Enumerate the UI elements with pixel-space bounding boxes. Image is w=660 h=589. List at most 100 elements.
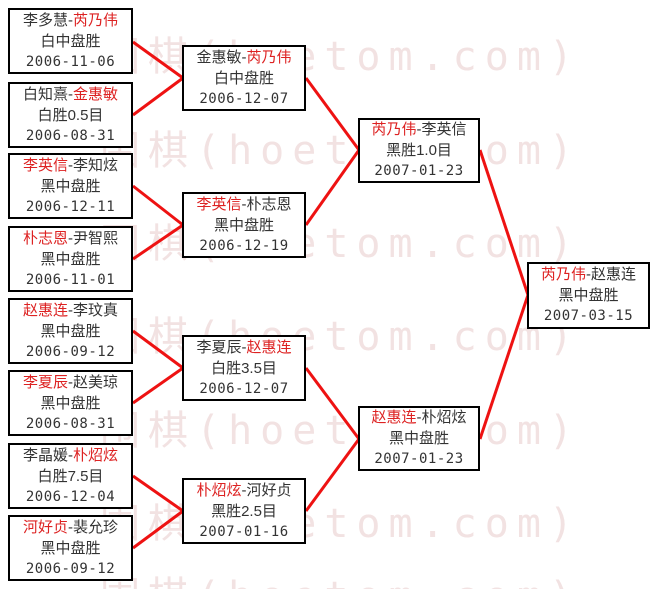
player-name: 裴允珍 xyxy=(73,518,119,536)
connector-line xyxy=(132,76,184,117)
match-players: 金惠敏-芮乃伟 xyxy=(196,47,291,68)
player-name: 李英信 xyxy=(22,156,68,174)
match-players: 李晶媛-朴炤炫 xyxy=(23,445,118,466)
connector-line xyxy=(304,438,361,512)
player-separator: - xyxy=(68,85,73,103)
match-box-sf1: 芮乃伟-李英信 黑胜1.0目 2007-01-23 xyxy=(358,118,480,183)
match-result: 黑中盘胜 xyxy=(40,539,101,557)
match-date: 2007-01-23 xyxy=(374,163,464,179)
match-date: 2006-09-12 xyxy=(25,343,116,360)
match-result: 黑胜1.0目 xyxy=(386,142,452,159)
player-name: 尹智熙 xyxy=(73,229,119,247)
match-box-r2m1: 金惠敏-芮乃伟 白中盘胜 2006-12-07 xyxy=(182,45,306,111)
player-name: 李晶媛 xyxy=(22,446,68,464)
match-result: 黑中盘胜 xyxy=(558,287,619,304)
match-players: 朴炤炫-河好贞 xyxy=(196,480,291,501)
match-date: 2006-12-11 xyxy=(25,198,116,215)
match-players: 李多慧-芮乃伟 xyxy=(23,10,118,31)
player-separator: - xyxy=(68,229,73,247)
connector-line xyxy=(304,77,361,151)
player-name: 金惠敏 xyxy=(73,85,119,103)
player-name: 河好贞 xyxy=(246,481,292,499)
player-name: 芮乃伟 xyxy=(73,11,119,29)
match-result: 黑中盘胜 xyxy=(40,250,101,268)
player-name: 李玟真 xyxy=(73,301,119,319)
match-box-sf2: 赵惠连-朴炤炫 黑中盘胜 2007-01-23 xyxy=(358,406,480,471)
match-box-r1m8: 河好贞-裴允珍 黑中盘胜 2006-09-12 xyxy=(8,515,133,581)
match-date: 2007-03-15 xyxy=(543,308,634,324)
player-separator: - xyxy=(416,121,422,138)
player-name: 李知炫 xyxy=(73,156,119,174)
player-name: 芮乃伟 xyxy=(540,266,586,283)
match-result: 白胜0.5目 xyxy=(37,106,104,124)
match-box-final: 芮乃伟-赵惠连 黑中盘胜 2007-03-15 xyxy=(527,262,650,329)
connector-line xyxy=(478,149,530,296)
connector-line xyxy=(478,294,530,440)
player-name: 赵美琼 xyxy=(73,373,119,391)
match-box-r1m7: 李晶媛-朴炤炫 白胜7.5目 2006-12-04 xyxy=(8,443,133,509)
connector-line xyxy=(132,223,184,261)
player-name: 赵惠连 xyxy=(591,266,637,283)
match-players: 河好贞-裴允珍 xyxy=(23,517,118,538)
watermark-text: 围棋(hoetom.com) xyxy=(100,408,581,454)
player-name: 芮乃伟 xyxy=(246,48,292,66)
watermark-text: 围棋(hoetom.com) xyxy=(100,572,581,589)
connector-line xyxy=(132,366,184,405)
player-name: 李英信 xyxy=(196,195,242,213)
match-box-r1m4: 朴志恩-尹智熙 黑中盘胜 2006-11-01 xyxy=(8,226,133,292)
match-date: 2006-12-07 xyxy=(199,380,289,397)
player-name: 赵惠连 xyxy=(22,301,68,319)
player-name: 朴炤炫 xyxy=(196,481,242,499)
watermark-text: 围棋(hoetom.com) xyxy=(100,314,581,360)
match-box-r2m3: 李夏辰-赵惠连 白胜3.5目 2006-12-07 xyxy=(182,335,306,401)
match-date: 2007-01-16 xyxy=(199,523,289,540)
player-separator: - xyxy=(241,195,247,213)
match-date: 2006-11-01 xyxy=(25,271,116,288)
player-separator: - xyxy=(68,373,73,391)
player-name: 白知熹 xyxy=(22,85,68,103)
player-separator: - xyxy=(68,301,73,319)
match-result: 黑中盘胜 xyxy=(213,216,274,234)
player-name: 赵惠连 xyxy=(246,338,292,356)
match-result: 黑中盘胜 xyxy=(388,430,449,447)
player-name: 芮乃伟 xyxy=(371,121,417,138)
match-result: 白胜7.5目 xyxy=(37,467,104,485)
player-separator: - xyxy=(416,409,422,426)
match-date: 2006-12-19 xyxy=(199,237,289,254)
player-name: 李夏辰 xyxy=(22,373,68,391)
player-name: 李多慧 xyxy=(22,11,68,29)
player-name: 李英信 xyxy=(421,121,467,138)
connector-line xyxy=(304,149,361,226)
player-separator: - xyxy=(68,446,73,464)
player-separator: - xyxy=(241,48,247,66)
match-result: 白胜3.5目 xyxy=(211,359,277,377)
match-players: 赵惠连-李玟真 xyxy=(23,300,118,321)
player-name: 朴炤炫 xyxy=(421,409,467,426)
watermark-text: 围棋(hoetom.com) xyxy=(100,128,581,174)
player-name: 李夏辰 xyxy=(196,338,242,356)
match-date: 2006-08-31 xyxy=(25,415,116,432)
match-result: 白中盘胜 xyxy=(213,69,274,87)
player-name: 朴志恩 xyxy=(246,195,292,213)
match-players: 赵惠连-朴炤炫 xyxy=(371,407,466,428)
match-result: 黑中盘胜 xyxy=(40,322,101,340)
match-box-r1m5: 赵惠连-李玟真 黑中盘胜 2006-09-12 xyxy=(8,298,133,364)
match-players: 李英信-朴志恩 xyxy=(196,194,291,215)
match-players: 李夏辰-赵美琼 xyxy=(23,372,118,393)
match-date: 2007-01-23 xyxy=(374,451,464,467)
match-players: 李夏辰-赵惠连 xyxy=(196,337,291,358)
match-players: 朴志恩-尹智熙 xyxy=(23,228,118,249)
match-result: 黑胜2.5目 xyxy=(211,502,277,520)
player-separator: - xyxy=(68,518,73,536)
player-separator: - xyxy=(241,481,247,499)
match-box-r1m1: 李多慧-芮乃伟 白中盘胜 2006-11-06 xyxy=(8,8,133,74)
match-date: 2006-11-06 xyxy=(25,53,116,70)
player-separator: - xyxy=(68,156,73,174)
player-name: 朴炤炫 xyxy=(73,446,119,464)
player-separator: - xyxy=(586,266,591,283)
watermark-text: 围棋(hoetom.com) xyxy=(100,34,581,80)
match-players: 白知熹-金惠敏 xyxy=(23,84,118,105)
